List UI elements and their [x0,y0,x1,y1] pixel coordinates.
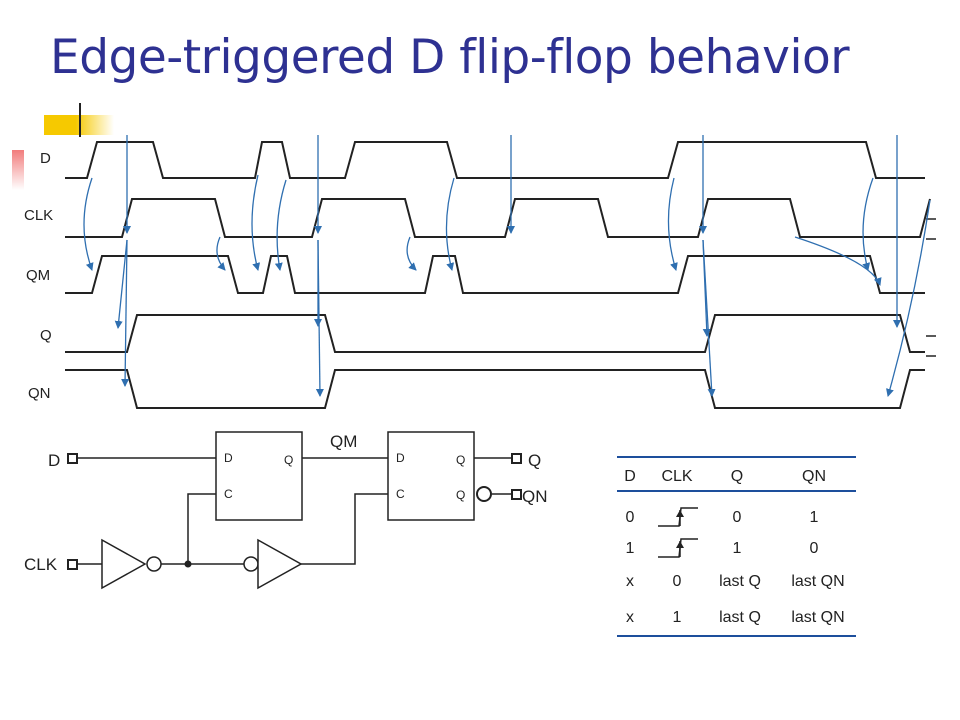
signal-label-d: D [40,150,51,167]
table-cell: 1 [673,609,682,626]
accent-tick [79,103,81,137]
table-cell: last Q [719,609,761,626]
junction-dot [184,560,192,568]
clk-buffer [257,538,303,590]
table-cell: last QN [791,573,844,590]
truth-table: D CLK Q QN 0 0 1 1 1 0 x 0 last Q last Q… [617,456,856,637]
table-cell: 0 [626,509,635,526]
table-cell: 1 [626,540,635,557]
master-pin-c: C [224,487,233,501]
output-label-qn: QN [522,487,548,506]
master-pin-d: D [224,451,233,465]
table-cell: last QN [791,609,844,626]
table-cell: last Q [719,573,761,590]
input-pin-d [67,453,78,464]
output-label-q: Q [528,451,541,470]
master-latch [215,431,303,521]
inverter-bubble [146,556,162,572]
slave-pin-d: D [396,451,405,465]
continuation-marks [926,218,936,357]
clk-inverter [101,538,147,590]
waveform-q [65,314,925,353]
waveform-clk [65,198,931,238]
slave-pin-qn: Q [456,488,465,502]
table-cell: 1 [733,540,742,557]
output-pin-qn [511,489,522,500]
table-header-q: Q [731,468,743,485]
qn-output-bubble [476,486,492,502]
slave-pin-q: Q [456,453,465,467]
table-cell: 0 [810,540,819,557]
signal-label-qm: QM [26,267,50,284]
signal-label-q: Q [40,327,52,344]
input-pin-clk [67,559,78,570]
timing-diagram: D CLK QM Q QN [24,135,936,409]
master-pin-q: Q [284,453,293,467]
table-cell: 1 [810,509,819,526]
signal-label-clk: CLK [24,207,53,224]
input-label-clk: CLK [24,555,58,574]
accent-red-mark [12,150,24,190]
waveform-qn [65,369,925,409]
circuit-schematic: D CLK D C Q QM D C Q Q [24,431,548,590]
wires [77,457,512,565]
output-pin-q [511,453,522,464]
causality-arrows [83,135,931,397]
rising-edge-icon [658,507,698,527]
wire-label-qm: QM [330,432,357,451]
table-header-clk: CLK [661,468,692,485]
slave-pin-c: C [396,487,405,501]
rising-edge-icon [658,538,698,558]
table-cell: 0 [733,509,742,526]
table-cell: x [626,609,634,626]
waveform-d [65,141,925,179]
slide-title: Edge-triggered D flip-flop behavior [50,30,850,85]
table-header-qn: QN [802,468,826,485]
slave-latch [387,431,475,521]
input-label-d: D [48,451,60,470]
table-cell: x [626,573,634,590]
waveform-qm [65,255,925,294]
table-cell: 0 [673,573,682,590]
buffer-input-bubble [243,556,259,572]
signal-label-qn: QN [28,385,51,402]
table-header-d: D [624,468,636,485]
